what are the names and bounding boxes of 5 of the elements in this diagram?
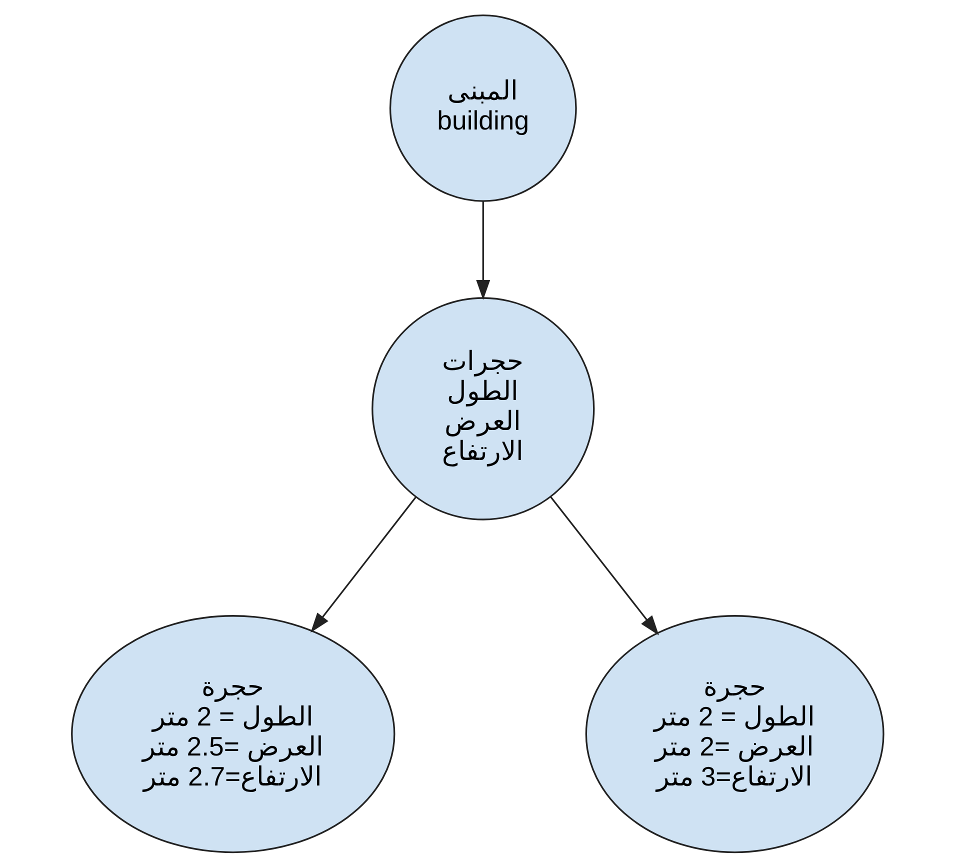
node-circle: حجرات الطول العرض الارتفاع [371,297,594,520]
arrow [476,201,490,300]
arrow [549,496,658,636]
node-ellipse: حجرة الطول = 2 متر العرض =2.5 متر الارتفاع=2.7 متر [70,615,395,854]
arrow [310,496,416,633]
